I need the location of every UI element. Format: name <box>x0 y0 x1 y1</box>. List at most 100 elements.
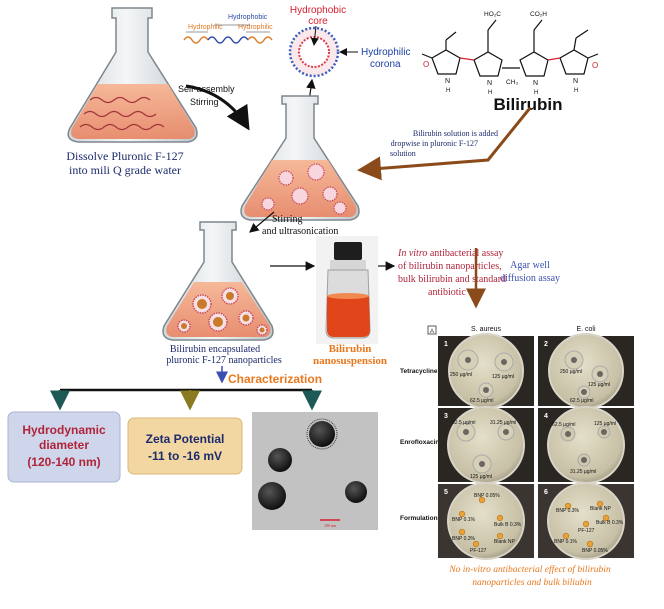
suspension-label-1: Bilirubin <box>329 343 372 355</box>
bilirubin-addition-3: solution <box>390 149 416 158</box>
assay-title-3: bulk bilirubin and standard <box>398 274 506 285</box>
tem-image <box>252 412 378 530</box>
plate-5-label-6: PF-127 <box>470 548 487 554</box>
bilirubin-h4: H <box>574 88 578 94</box>
hydrodynamic-line-2: diameter <box>39 438 89 452</box>
label-hydrophilic-corona-1: Hydrophilic <box>361 47 410 58</box>
flask1-caption-2: into mili Q grade water <box>69 163 181 177</box>
plate-3-label-1: 62.5 µg/ml <box>452 420 475 426</box>
plate-6-label-3: Bulk B 0.3% <box>596 520 624 526</box>
plate-2-number: 2 <box>544 341 548 348</box>
plate-1-number: 1 <box>444 341 448 348</box>
bilirubin-title: Bilirubin <box>494 95 563 114</box>
flask-micelle-solution <box>240 95 360 221</box>
assay-title-1: In vitro antibacterial assay <box>397 248 503 259</box>
row-enrofloxacin: Enrofloxacin <box>400 439 439 446</box>
plate-1-label-3: 62.5 µg/ml <box>470 398 493 404</box>
zeta-potential-box <box>127 417 243 475</box>
plate-2-label-3: 62.5 µg/ml <box>570 398 593 404</box>
nanosuspension-vial <box>316 236 378 344</box>
plate-3-number: 3 <box>444 413 448 420</box>
plate-5-label-2: BNP 0.1% <box>452 517 476 523</box>
plate-3-label-3: 125 µg/ml <box>470 474 492 480</box>
label-hydrophobic-chain: Hydrophobic <box>228 14 268 21</box>
label-hydrophobic-core-1: Hydrophobic <box>290 5 346 16</box>
flask1-caption-1: Dissolve Pluronic F-127 <box>66 149 183 163</box>
assay-title-2: of bilirubin nanoparticles, <box>398 261 502 272</box>
label-hydrophilic-left: Hydrophilic <box>188 24 223 31</box>
bilirubin-structure <box>421 19 599 77</box>
row-formulations: Formulations <box>400 515 442 522</box>
pluronic-chain-schematic: Hydrophobic Hydrophilic Hydrophilic <box>183 14 273 44</box>
panel-letter: A <box>430 329 434 335</box>
bilirubin-oxygen-left: O <box>423 60 429 69</box>
plate-5 <box>438 482 534 560</box>
zeta-line-1: Zeta Potential <box>146 432 225 446</box>
bilirubin-group-2: CO₂H <box>530 11 547 18</box>
characterization-title: Characterization <box>228 372 322 386</box>
plate-1-label-2: 125 µg/ml <box>492 374 514 380</box>
plate-6-label-1: BNP 0.3% <box>556 508 580 514</box>
hydrodynamic-line-3: (120-140 nm) <box>27 455 100 469</box>
bilirubin-addition-1: Bilirubin solution is added <box>413 129 498 138</box>
bilirubin-h1: H <box>446 88 450 94</box>
column-s-aureus: S. aureus <box>471 326 501 333</box>
conclusion-line-2: nanoparticles and bulk biliubin <box>472 578 592 588</box>
step-stirring-2: Stirring <box>272 214 303 225</box>
bilirubin-n4: N <box>573 78 578 85</box>
suspension-label-2: nanosuspension <box>313 355 387 367</box>
micelle-illustration <box>288 26 340 78</box>
flask-pluronic-solution <box>67 7 198 143</box>
label-hydrophilic-right: Hydrophilic <box>238 24 273 31</box>
tem-scale-bar: 100 nm <box>324 523 337 528</box>
plate-2-label-1: 250 µg/ml <box>560 369 582 375</box>
plate-4-label-2: 125 µg/ml <box>594 421 616 427</box>
hydrodynamic-box <box>7 411 121 483</box>
plate-6-number: 6 <box>544 489 548 496</box>
bilirubin-oxygen-right: O <box>592 61 598 70</box>
bilirubin-n3: N <box>533 80 538 87</box>
plate-4-number: 4 <box>544 413 548 420</box>
plate-5-number: 5 <box>444 489 448 496</box>
bilirubin-h3: H <box>534 90 538 96</box>
bilirubin-ch3: CH₃ <box>506 79 518 86</box>
plate-6-label-5: BNP 0.1% <box>554 539 578 545</box>
plate-2 <box>538 333 634 409</box>
plate-3 <box>438 406 534 484</box>
bilirubin-addition-2: dropwise in pluronic F-127 <box>391 139 478 148</box>
conclusion-line-1: No in-vitro antibacterial effect of bili… <box>448 564 611 575</box>
bilirubin-n1: N <box>445 78 450 85</box>
plate-6-label-4: PF-127 <box>578 528 595 534</box>
plate-6-label-2: Blank NP <box>590 506 612 512</box>
label-hydrophobic-core-2: core <box>308 16 328 27</box>
step-ultrasonication: and ultrasonication <box>262 226 338 237</box>
bilirubin-n2: N <box>487 80 492 87</box>
assay-title-4: antibiotic <box>428 287 466 298</box>
plate-5-label-4: BNP 0.3% <box>452 536 476 542</box>
plate-5-label-1: BNP 0.05% <box>474 493 500 499</box>
flask-bilirubin-nanoparticles <box>162 221 274 341</box>
flask3-caption-2: pluronic F-127 nanoparticles <box>166 355 282 366</box>
flask3-caption-1: Bilirubin encapsulated <box>170 344 260 355</box>
hydrodynamic-line-1: Hydrodynamic <box>22 423 106 437</box>
plate-1-label-1: 250 µg/ml <box>450 372 472 378</box>
plate-3-label-2: 31.25 µg/ml <box>490 420 516 426</box>
bilirubin-h2: H <box>488 90 492 96</box>
plate-2-label-2: 125 µg/ml <box>588 382 610 388</box>
plate-1 <box>438 333 534 409</box>
bilirubin-group-1: HO₂C <box>484 11 501 18</box>
characterization-bracket <box>50 388 322 411</box>
label-hydrophilic-corona-2: corona <box>370 59 401 70</box>
plate-4-label-3: 31.25 µg/ml <box>570 469 596 475</box>
plate-4 <box>538 406 634 484</box>
plate-5-label-5: Blank NP <box>494 539 516 545</box>
step-self-assembly: Self-assembly <box>178 84 235 94</box>
plate-4-label-1: 62.5 µg/ml <box>552 422 575 428</box>
row-tetracycline: Tetracycline <box>400 368 438 375</box>
assay-method-1: Agar well <box>510 260 550 271</box>
step-stirring: Stirring <box>190 97 219 107</box>
assay-title-italic: In vitro <box>397 248 427 259</box>
plate-6-label-6: BNP 0.05% <box>582 548 608 554</box>
